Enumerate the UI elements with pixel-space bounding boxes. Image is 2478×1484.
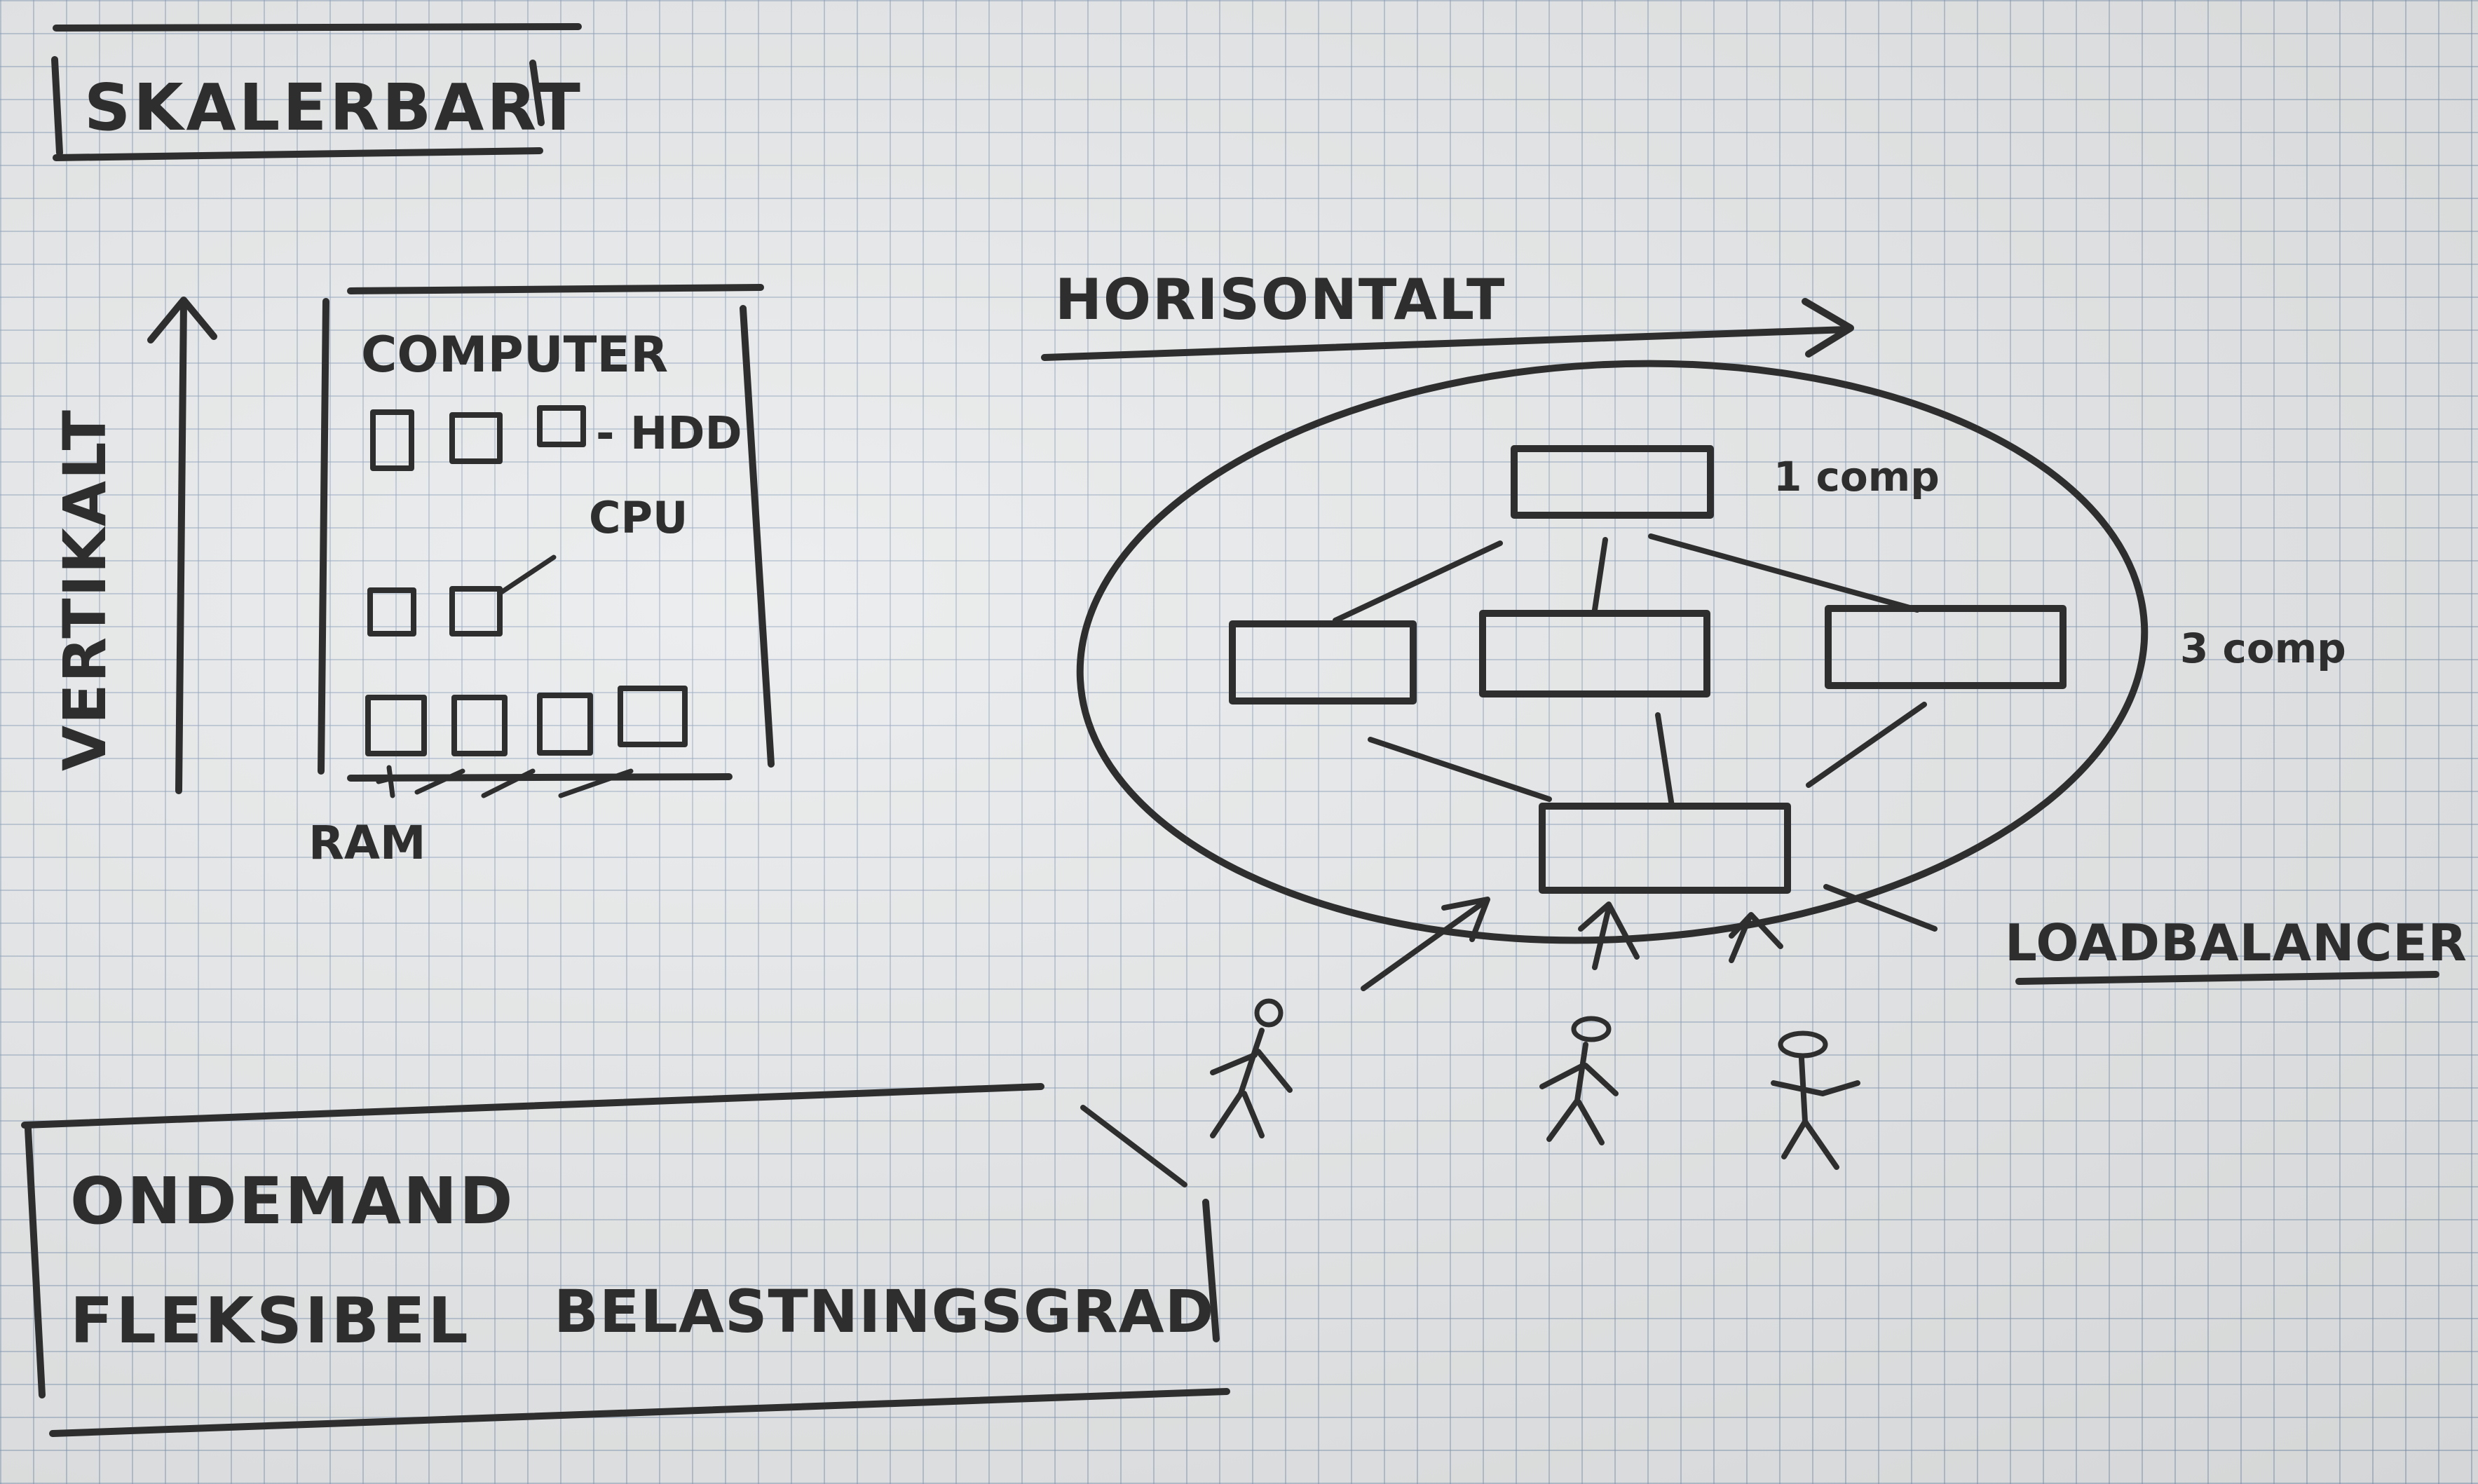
ondemand-box: ONDEMAND FLEKSIBEL BELASTNINGSGRAD xyxy=(21,1083,1230,1437)
up-arrow-icon xyxy=(175,298,187,794)
up-arrow-head xyxy=(147,297,217,343)
ram-square xyxy=(451,695,508,756)
hdd-square xyxy=(537,405,586,447)
ondemand-line2-word2: BELASTNINGSGRAD xyxy=(554,1277,1214,1346)
cpu-square xyxy=(449,586,503,637)
stick-figure-icon xyxy=(1210,998,1293,1138)
computer-box: COMPUTER - HDD CPU RAM xyxy=(308,284,775,870)
cpu-label: CPU xyxy=(589,492,688,543)
ram-square xyxy=(365,695,427,756)
left-server-box xyxy=(1229,620,1417,704)
vertical-label: VERTIKALT xyxy=(50,409,119,771)
stick-figure-icon xyxy=(1539,1016,1619,1145)
computer-title: COMPUTER xyxy=(361,326,668,383)
right-server-box xyxy=(1825,605,2067,689)
loadbalancer-label: LOADBALANCER xyxy=(2005,913,2467,972)
cpu-square xyxy=(367,587,416,637)
ram-label: RAM xyxy=(308,816,426,870)
ram-square xyxy=(537,693,593,756)
cluster: 1 comp 3 comp LOADBALANCER xyxy=(1076,360,2467,985)
center-server-box xyxy=(1479,610,1710,697)
three-comp-label: 3 comp xyxy=(2180,625,2346,672)
title-text: SKALERBART xyxy=(84,70,583,145)
horizontal-header: HORISONTALT xyxy=(1041,267,1854,361)
horizontal-label: HORISONTALT xyxy=(1055,267,1506,332)
top-server-box xyxy=(1511,445,1714,519)
hdd-label: - HDD xyxy=(596,408,742,460)
vertical-section: VERTIKALT xyxy=(50,297,217,794)
ondemand-line2-word1: FLEKSIBEL xyxy=(70,1284,471,1358)
title-box: SKALERBART xyxy=(51,23,583,161)
ondemand-line1: ONDEMAND xyxy=(70,1164,515,1239)
loadbalancer-box xyxy=(1539,803,1791,894)
ram-square xyxy=(618,686,688,747)
hdd-square xyxy=(370,409,414,471)
hdd-square xyxy=(449,412,503,464)
stick-figure-icon xyxy=(1771,1030,1860,1170)
one-comp-label: 1 comp xyxy=(1774,453,1940,501)
right-arrow-icon xyxy=(1041,326,1851,361)
users xyxy=(1080,897,1860,1187)
